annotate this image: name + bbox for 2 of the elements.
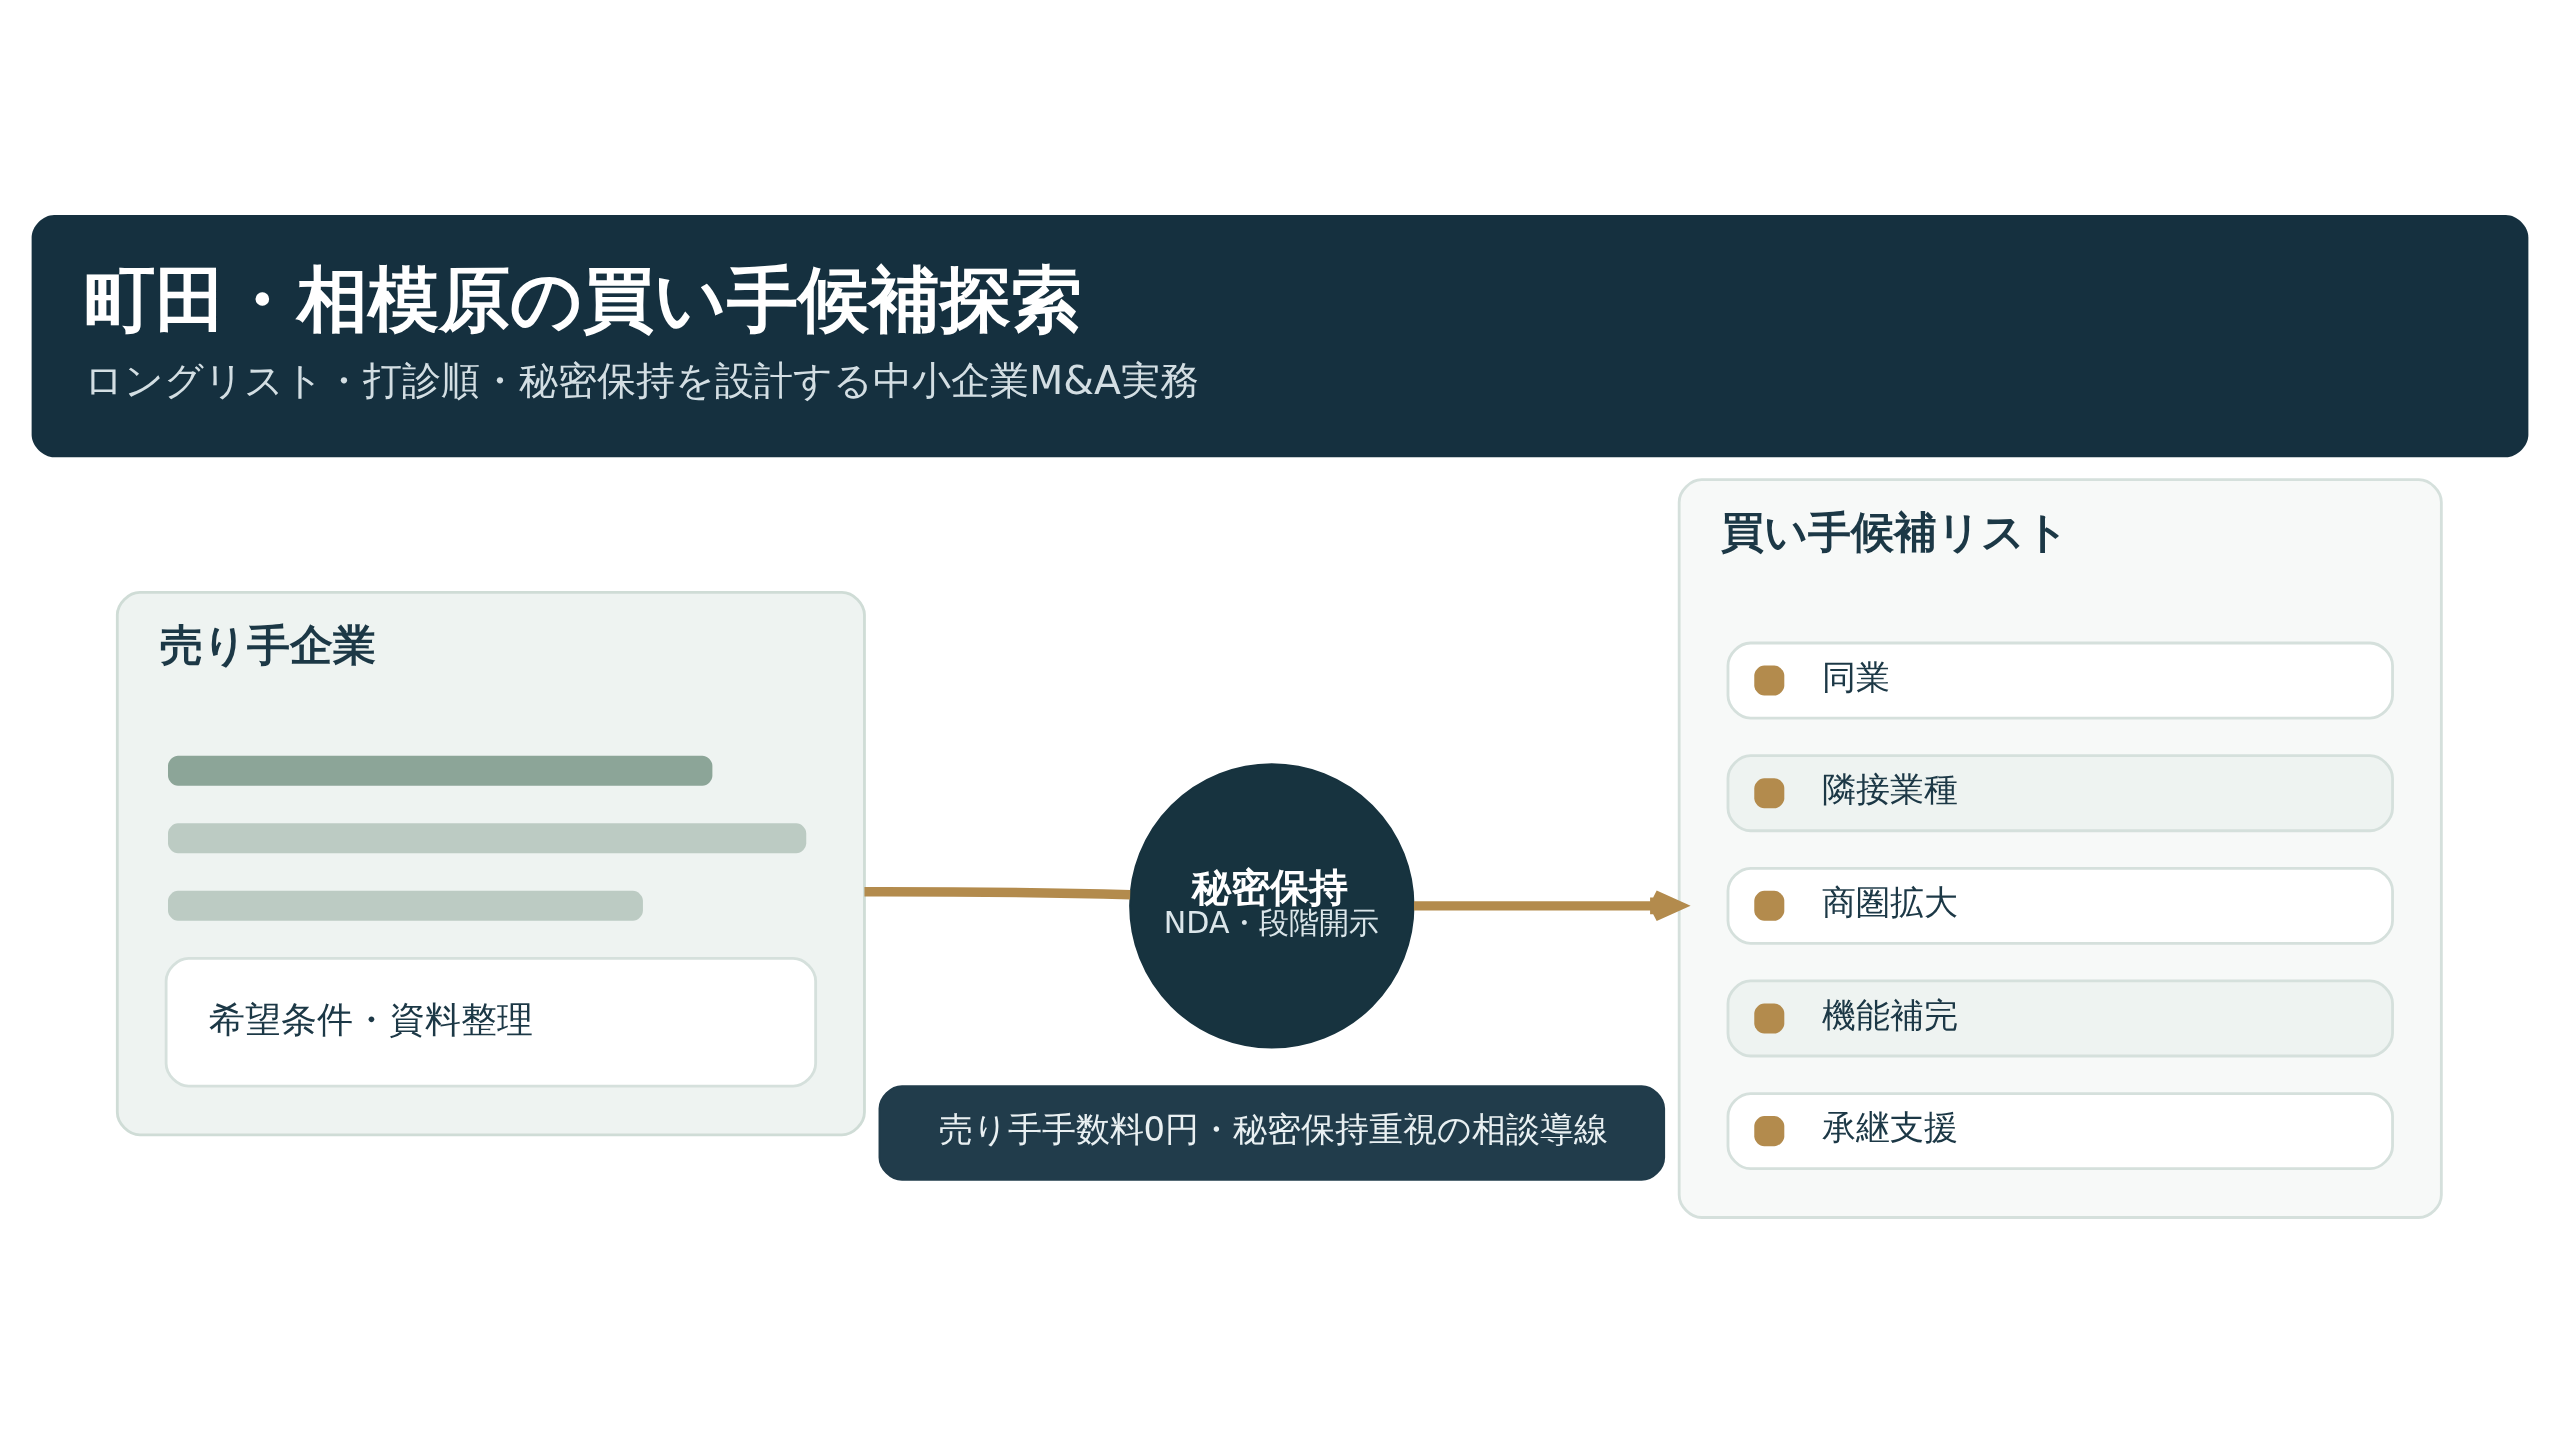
- diagram-title: 町田・相模原の買い手候補探索: [84, 257, 1083, 341]
- caption: ロングリスト・打診順・秘密保持を設計する中小企業M&A実務: [84, 356, 1199, 403]
